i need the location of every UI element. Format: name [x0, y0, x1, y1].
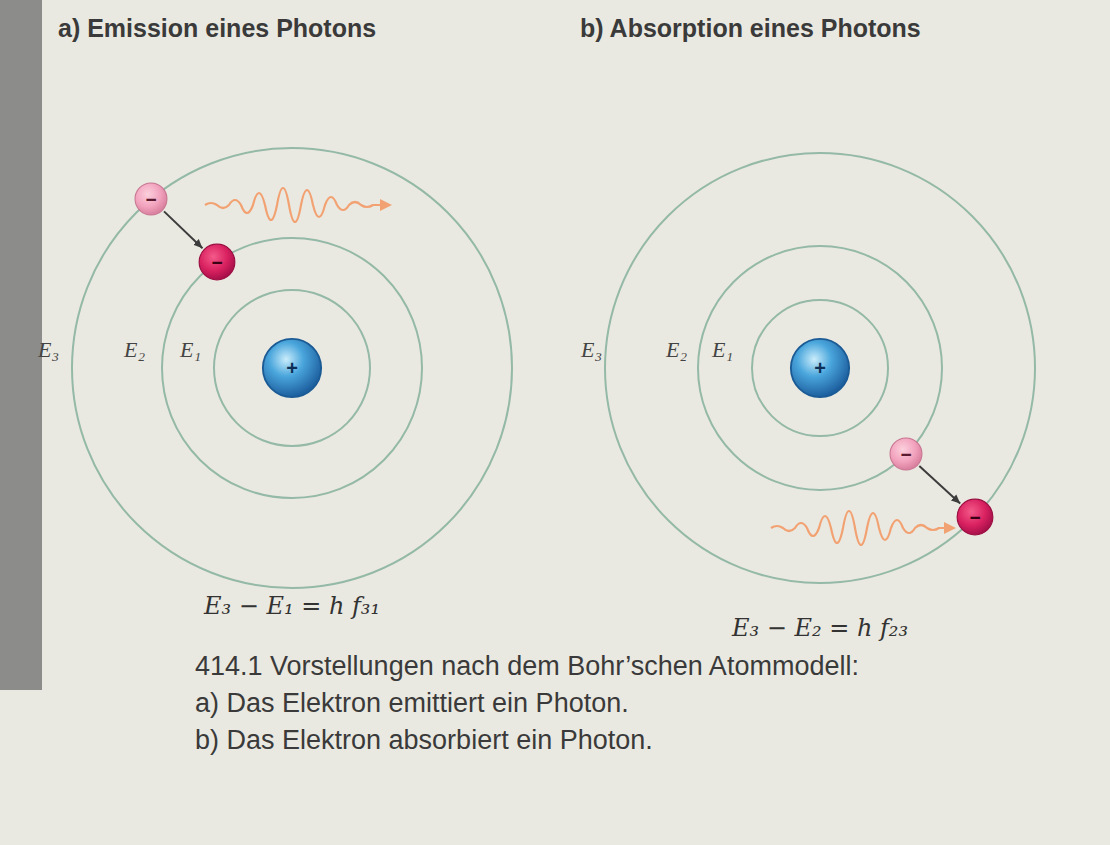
caption-line: a) Das Elektron emittiert ein Photon.: [195, 688, 629, 719]
electron: −: [134, 182, 168, 216]
panel-heading: a) Emission eines Photons: [58, 14, 376, 43]
charge-minus: −: [198, 243, 236, 281]
electron: −: [956, 498, 994, 536]
charge-minus: −: [889, 437, 923, 471]
electron: −: [889, 437, 923, 471]
charge-minus: −: [134, 182, 168, 216]
margin-strip: [0, 0, 42, 690]
panel-heading: b) Absorption eines Photons: [580, 14, 921, 43]
electron: −: [198, 243, 236, 281]
nucleus: +: [261, 337, 323, 399]
charge-minus: −: [956, 498, 994, 536]
charge-plus: +: [789, 337, 851, 399]
figure-caption: 414.1 Vorstellungen nach dem Bohr’schen …: [195, 651, 859, 682]
energy-level: E₂: [124, 337, 145, 363]
nucleus: +: [789, 337, 851, 399]
energy-level: E₁: [180, 337, 201, 363]
transition-arrow: [164, 211, 203, 248]
energy-level: E₂: [666, 337, 687, 363]
energy-equation: E₃ − E₂ = h f₂₃: [732, 614, 908, 642]
photon-wave: [771, 511, 956, 545]
transition-arrow: [919, 466, 960, 503]
energy-level: E₃: [38, 337, 59, 363]
energy-equation: E₃ − E₁ = h f₃₁: [204, 592, 380, 620]
caption-line: b) Das Elektron absorbiert ein Photon.: [195, 725, 653, 756]
photon-wave: [205, 188, 392, 222]
energy-level: E₃: [581, 337, 602, 363]
energy-level: E₁: [712, 337, 733, 363]
charge-plus: +: [261, 337, 323, 399]
